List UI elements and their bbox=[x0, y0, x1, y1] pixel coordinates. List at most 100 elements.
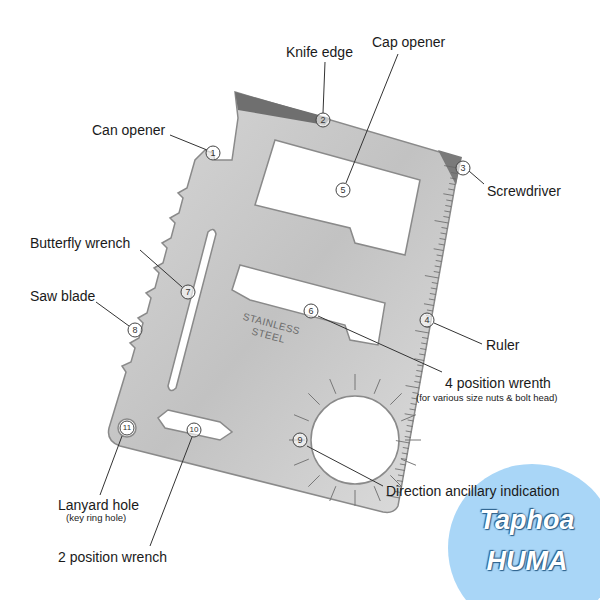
card-body bbox=[108, 92, 460, 512]
ruler-tick bbox=[424, 304, 434, 306]
ruler-tick bbox=[451, 172, 457, 173]
cap-opener-hole bbox=[255, 140, 420, 255]
watermark: Taphoa HUMA bbox=[462, 500, 592, 581]
direction-ray bbox=[330, 486, 336, 501]
ruler-tick bbox=[435, 266, 441, 267]
direction-ray bbox=[355, 490, 356, 506]
ruler-tick bbox=[427, 310, 433, 311]
ruler-tick bbox=[446, 200, 452, 201]
callout-ring bbox=[206, 146, 220, 160]
ruler-tick bbox=[436, 260, 442, 261]
callout-ring bbox=[120, 421, 134, 435]
leader-line bbox=[170, 135, 207, 150]
ruler-tick bbox=[443, 216, 449, 217]
direction-ray bbox=[308, 393, 319, 404]
ruler-tick bbox=[440, 233, 446, 234]
callout-ring bbox=[293, 433, 307, 447]
part-name: Saw blade bbox=[30, 288, 95, 304]
ruler-tick bbox=[411, 403, 417, 404]
direction-ray bbox=[374, 486, 380, 501]
callout-ring bbox=[181, 285, 195, 299]
ruler-tick bbox=[449, 183, 455, 184]
callout-number: 2 bbox=[316, 113, 330, 127]
ruler-tick bbox=[395, 469, 405, 471]
ruler-tick bbox=[422, 337, 428, 338]
part-name: Butterfly wrench bbox=[30, 235, 130, 251]
direction-ray bbox=[294, 459, 309, 465]
callout-number: 1 bbox=[206, 146, 220, 160]
callout-number: 10 bbox=[187, 423, 201, 437]
part-name: Screwdriver bbox=[487, 183, 561, 199]
ruler-tick bbox=[450, 178, 456, 179]
ruler-tick bbox=[410, 409, 416, 410]
callout-number: 5 bbox=[336, 183, 350, 197]
direction-ray bbox=[294, 415, 309, 421]
ruler-tick bbox=[429, 299, 435, 300]
leader-line bbox=[150, 437, 192, 546]
part-name: 2 position wrench bbox=[58, 549, 167, 565]
leader-line bbox=[469, 171, 484, 184]
leader-line bbox=[434, 323, 482, 344]
direction-ray bbox=[330, 379, 336, 394]
ruler-tick bbox=[420, 348, 426, 349]
ruler-tick bbox=[432, 282, 438, 283]
callout-number: 4 bbox=[420, 313, 434, 327]
callout-number: 3 bbox=[456, 161, 470, 175]
ruler-tick bbox=[443, 194, 453, 196]
butterfly-wrench-slot bbox=[168, 229, 216, 390]
leader-line bbox=[307, 446, 383, 486]
direction-ray bbox=[390, 393, 401, 404]
ruler-tick bbox=[414, 381, 420, 382]
ruler-tick bbox=[397, 480, 403, 481]
callout-ring bbox=[316, 113, 330, 127]
callout-number: 11 bbox=[120, 421, 134, 435]
leader-line bbox=[96, 302, 129, 326]
leader-line bbox=[346, 54, 398, 183]
callout-number: 6 bbox=[304, 304, 318, 318]
callout-number: 8 bbox=[128, 323, 142, 337]
lanyard-hole bbox=[118, 419, 136, 437]
ruler-tick bbox=[419, 354, 425, 355]
ruler-tick bbox=[435, 221, 449, 223]
two-position-wrench-hole bbox=[158, 410, 232, 440]
callout-ring bbox=[456, 161, 470, 175]
ruler-tick bbox=[406, 386, 420, 388]
ruler-tick bbox=[415, 331, 429, 333]
ruler-tick bbox=[437, 255, 443, 256]
part-name: Lanyard hole bbox=[58, 497, 139, 513]
ruler-tick bbox=[408, 420, 414, 421]
ruler-tick bbox=[401, 458, 407, 459]
leader-line bbox=[140, 250, 182, 287]
ruler-tick bbox=[407, 425, 413, 426]
ruler-tick bbox=[416, 370, 422, 371]
leader-line bbox=[323, 62, 325, 113]
ruler-tick bbox=[406, 431, 412, 432]
ruler-tick bbox=[403, 447, 409, 448]
ruler-tick bbox=[398, 475, 404, 476]
ruler-tick bbox=[431, 288, 437, 289]
ruler-tick bbox=[415, 376, 421, 377]
direction-ray bbox=[405, 440, 421, 441]
ruler-tick bbox=[441, 227, 447, 228]
ruler-tick bbox=[425, 276, 439, 278]
ruler-tick bbox=[434, 271, 440, 272]
part-name: Cap opener bbox=[372, 34, 445, 50]
ruler-tick bbox=[417, 365, 423, 366]
ruler-tick bbox=[430, 293, 436, 294]
ruler-tick bbox=[444, 211, 450, 212]
part-name: 4 position wrenth bbox=[445, 375, 551, 391]
direction-ray bbox=[401, 415, 416, 421]
ruler-ticks bbox=[386, 166, 458, 498]
direction-ray bbox=[308, 475, 319, 486]
callout-ring bbox=[128, 323, 142, 337]
ruler-tick bbox=[402, 453, 408, 454]
part-name: Direction ancillary indication bbox=[386, 483, 560, 499]
part-note: (for various size nuts & bolt head) bbox=[416, 393, 558, 404]
direction-ray bbox=[355, 374, 356, 390]
direction-ray bbox=[374, 379, 380, 394]
ruler-tick bbox=[405, 436, 411, 437]
part-name: Can opener bbox=[92, 122, 165, 138]
ruler-tick bbox=[400, 464, 406, 465]
leader-line bbox=[100, 436, 122, 495]
